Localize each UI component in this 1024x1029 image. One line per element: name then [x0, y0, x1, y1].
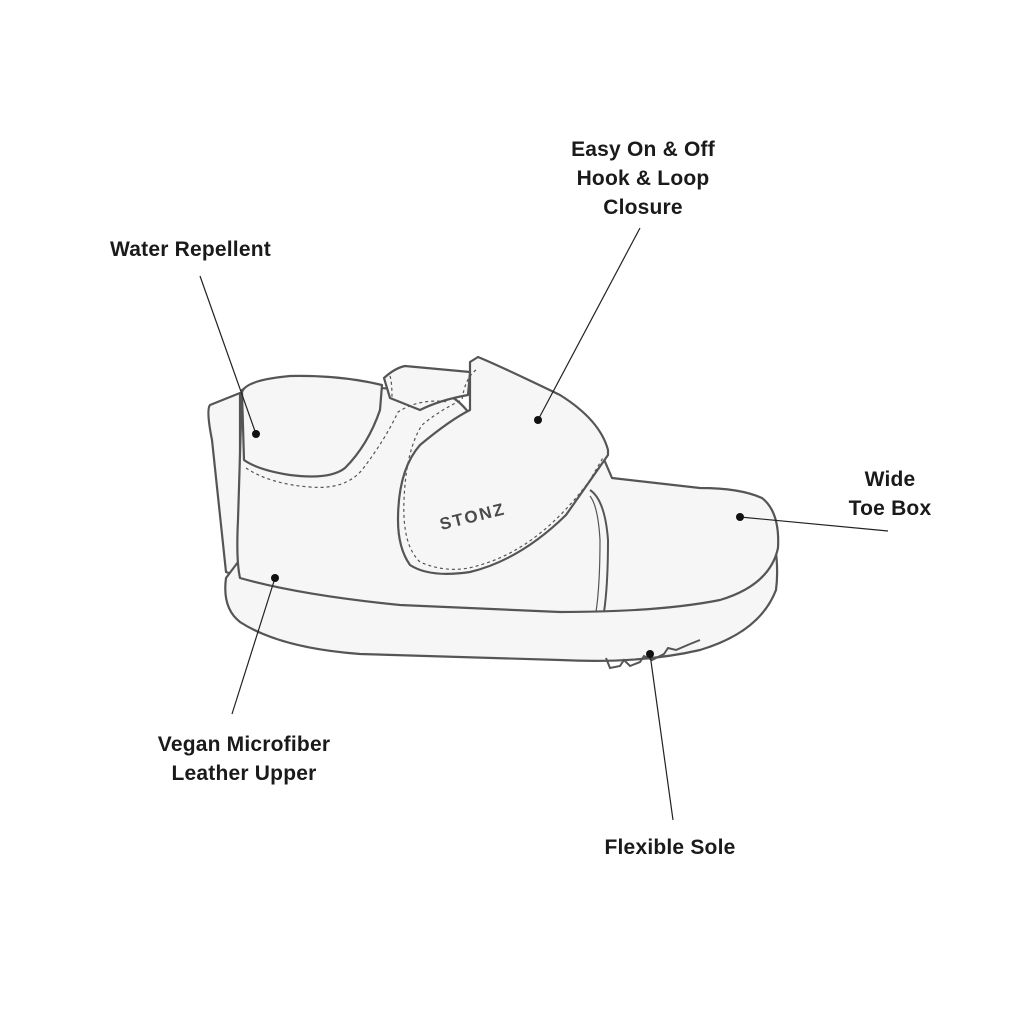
- hook-loop-strap: [396, 355, 610, 575]
- callout-line: Leather Upper: [171, 762, 317, 785]
- sole-tread: [605, 639, 701, 670]
- callout-line: Vegan Microfiber: [157, 733, 331, 756]
- shoe-collar: [240, 374, 384, 478]
- callout-line: Closure: [603, 196, 683, 219]
- leader-sole: [649, 653, 674, 821]
- callout-flexible-sole: Flexible Sole: [580, 833, 760, 862]
- heel-pull-tab: [207, 391, 242, 579]
- callout-line: Hook & Loop: [576, 167, 710, 190]
- callout-hook-loop-closure: Easy On & Off Hook & Loop Closure: [553, 135, 733, 222]
- callout-wide-toe-box: Wide Toe Box: [830, 465, 950, 523]
- callout-line: Wide: [864, 468, 916, 491]
- dot-sole: [646, 650, 654, 658]
- callout-water-repellent: Water Repellent: [110, 235, 271, 264]
- leader-water-repellent: [199, 275, 257, 435]
- strap-tongue: [382, 364, 472, 412]
- leader-closure: [537, 227, 641, 421]
- callout-line: Flexible Sole: [604, 836, 736, 859]
- callout-line: Easy On & Off: [571, 138, 715, 161]
- callout-vegan-upper: Vegan Microfiber Leather Upper: [130, 730, 358, 788]
- dot-closure: [534, 416, 542, 424]
- callout-line: Water Repellent: [110, 238, 271, 261]
- callout-line: Toe Box: [848, 497, 932, 520]
- leader-toe-box: [739, 516, 889, 532]
- dot-water-repellent: [252, 430, 260, 438]
- dot-upper: [271, 574, 279, 582]
- dot-toe-box: [736, 513, 744, 521]
- leader-upper: [231, 577, 276, 715]
